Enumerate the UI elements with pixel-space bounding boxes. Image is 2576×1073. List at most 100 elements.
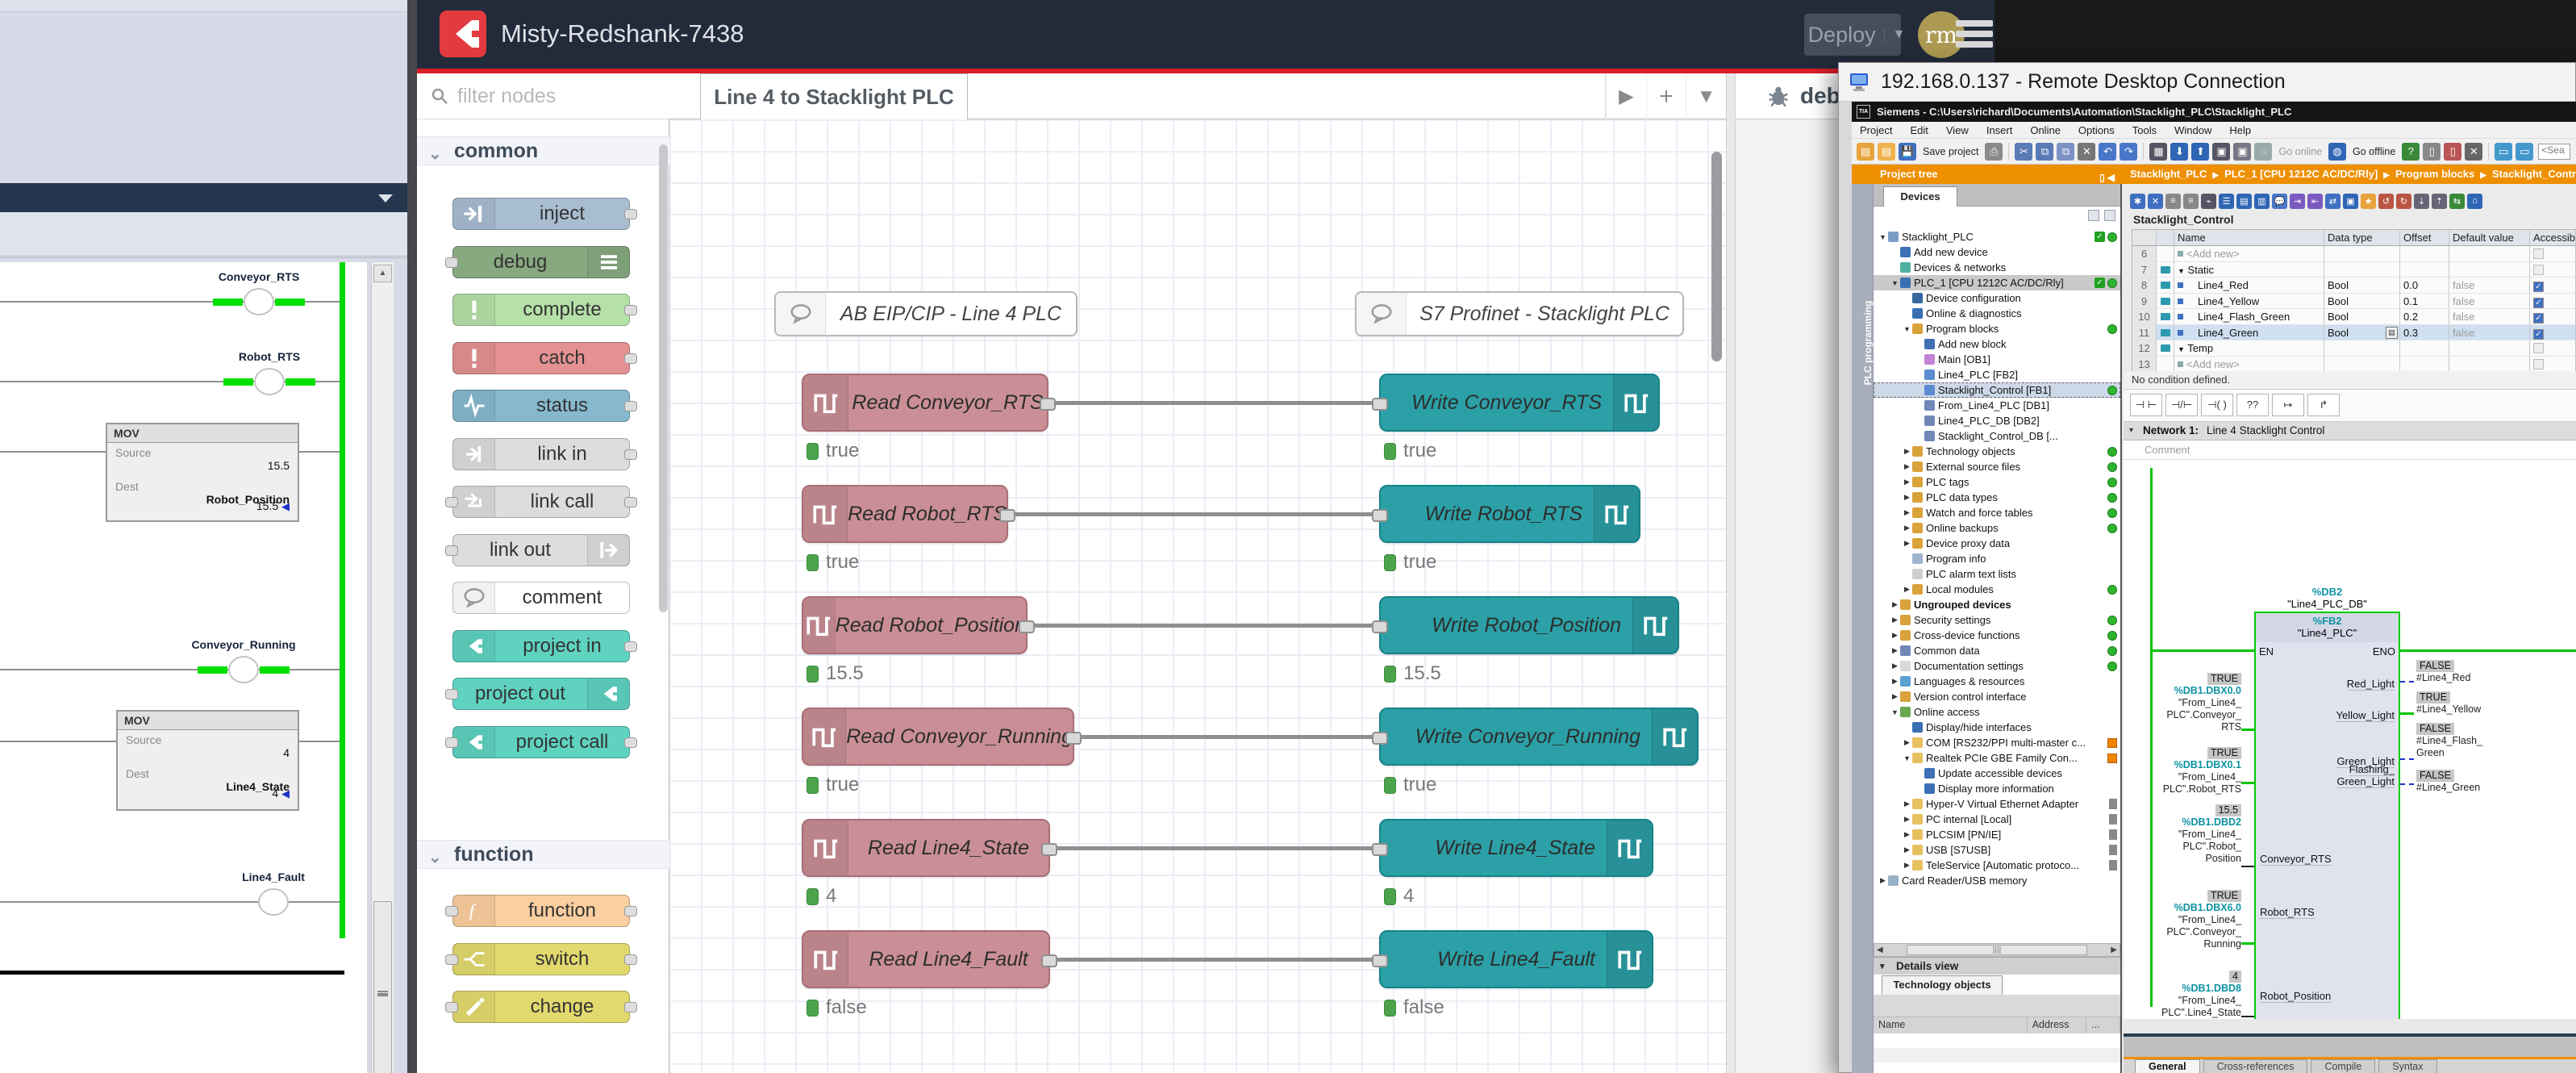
tree-item-add-new-block[interactable]: Add new block xyxy=(1874,336,2120,352)
column-header[interactable]: Data type xyxy=(2324,230,2400,245)
palette-scrollbar[interactable] xyxy=(659,144,668,612)
sidebar-resize-handle[interactable] xyxy=(1726,73,1736,1073)
toolbar-icon[interactable]: ▣ xyxy=(2212,142,2231,161)
scrollbar-thumb[interactable]: |||| xyxy=(1907,945,2087,955)
expander-open-icon[interactable]: ▼ xyxy=(1903,324,1911,333)
var-datatype[interactable] xyxy=(2324,340,2400,356)
write-node[interactable]: Write Line4_Fault xyxy=(1372,930,1653,988)
tree-item-pc-internal-local-[interactable]: ▶PC internal [Local] xyxy=(1874,812,2120,827)
expander-closed-icon[interactable]: ▶ xyxy=(1904,738,1910,746)
tab-general[interactable]: General xyxy=(2135,1059,2200,1073)
var-accessible-checkbox[interactable]: ✓ xyxy=(2530,309,2576,324)
scroll-up-icon[interactable]: ▲ xyxy=(373,265,392,282)
tree-item-plc-data-types[interactable]: ▶PLC data types xyxy=(1874,490,2120,505)
toolbar-icon[interactable]: ▭ xyxy=(2516,142,2534,161)
tree-item-watch-and-force-tables[interactable]: ▶Watch and force tables xyxy=(1874,505,2120,520)
tree-item-technology-objects[interactable]: ▶Technology objects xyxy=(1874,444,2120,459)
interface-row-12[interactable]: 12▼ Temp xyxy=(2132,340,2576,357)
palette-node-change[interactable]: change xyxy=(445,991,637,1023)
menu-online[interactable]: Online xyxy=(2030,123,2061,136)
fb-output-pin[interactable]: Red_Light xyxy=(2346,678,2395,691)
expander-closed-icon[interactable]: ▶ xyxy=(1904,830,1910,838)
palette-node-comment[interactable]: comment xyxy=(452,582,630,614)
palette-node-switch[interactable]: switch xyxy=(445,942,637,975)
expander-closed-icon[interactable]: ▶ xyxy=(1892,662,1898,670)
operand-name[interactable]: "From_Line4_ PLC".Robot_RTS xyxy=(2162,771,2241,795)
tree-item-line4-plc-db-db2-[interactable]: Line4_PLC_DB [DB2] xyxy=(1874,413,2120,428)
tree-item-online-access[interactable]: ▼Online access xyxy=(1874,704,2120,720)
palette-node-status[interactable]: status xyxy=(452,390,637,422)
var-datatype[interactable]: Bool▤ xyxy=(2324,324,2400,340)
tab-scroll-icon[interactable]: ▶ xyxy=(1606,73,1646,119)
tree-item-hyper-v-virtual-ethernet-adapt[interactable]: ▶Hyper-V Virtual Ethernet Adapter xyxy=(1874,796,2120,812)
menu-project[interactable]: Project xyxy=(1860,123,1893,136)
var-accessible-checkbox[interactable] xyxy=(2530,261,2576,277)
tree-item-display-more-information[interactable]: Display more information xyxy=(1874,781,2120,796)
toolbar-icon[interactable]: ⎙ xyxy=(1985,142,2003,161)
tab-cross-references[interactable]: Cross-references xyxy=(2203,1059,2308,1073)
operand-name[interactable]: #Line4_Flash_ Green xyxy=(2416,735,2483,758)
tree-item-from-line4-plc-db1-[interactable]: From_Line4_PLC [DB1] xyxy=(1874,398,2120,413)
var-name[interactable]: ▼ Static xyxy=(2174,261,2324,277)
expander-closed-icon[interactable]: ▶ xyxy=(1904,539,1910,547)
scroll-right-icon[interactable]: ▶ xyxy=(2111,946,2117,954)
expander-closed-icon[interactable]: ▶ xyxy=(1904,462,1910,470)
node-input-port[interactable] xyxy=(1372,398,1388,411)
ladder-vertical-scrollbar[interactable]: ▲ xyxy=(371,262,394,1073)
output-coil[interactable] xyxy=(228,656,259,683)
editor-toolbar-icon[interactable]: 💬 xyxy=(2272,193,2287,209)
toolbar-icon[interactable]: ▤ xyxy=(1857,142,1874,161)
tab-compile[interactable]: Compile xyxy=(2311,1059,2376,1073)
menu-insert[interactable]: Insert xyxy=(1986,123,2013,136)
expander-closed-icon[interactable]: ▶ xyxy=(1892,646,1898,654)
var-default[interactable] xyxy=(2449,261,2530,277)
fb-input-pin[interactable]: Robot_RTS xyxy=(2260,906,2315,919)
breadcrumb[interactable]: Stacklight_PLC▶PLC_1 [CPU 1212C AC/DC/Rl… xyxy=(2122,165,2576,184)
tree-item-usb-s7usb-[interactable]: ▶USB [S7USB] xyxy=(1874,842,2120,858)
expander-closed-icon[interactable]: ▶ xyxy=(1880,876,1886,884)
node-input-port[interactable] xyxy=(1372,509,1388,522)
expander-closed-icon[interactable]: ▶ xyxy=(1892,631,1898,639)
interface-row-7[interactable]: 7▼ Static xyxy=(2132,261,2576,278)
lad-instruction-button[interactable]: ⊣/⊢ xyxy=(2165,394,2198,416)
tree-item-cross-device-functions[interactable]: ▶Cross-device functions xyxy=(1874,628,2120,643)
editor-toolbar-icon[interactable]: ↻ xyxy=(2396,193,2411,209)
tree-item-teleservice-automatic-protoco-[interactable]: ▶TeleService [Automatic protoco... xyxy=(1874,858,2120,873)
palette-node-project-call[interactable]: project call xyxy=(445,725,637,758)
tree-item-version-control-interface[interactable]: ▶Version control interface xyxy=(1874,689,2120,704)
node-input-port[interactable] xyxy=(1372,620,1388,633)
tree-item-program-info[interactable]: Program info xyxy=(1874,551,2120,566)
tree-item-ungrouped-devices[interactable]: ▶Ungrouped devices xyxy=(1874,597,2120,612)
fb-output-pin[interactable]: Flashing_Green_Light xyxy=(2336,763,2395,788)
tree-item-line4-plc-fb2-[interactable]: Line4_PLC [FB2] xyxy=(1874,367,2120,382)
panel-collapse-icon[interactable]: ▯◀ xyxy=(2099,172,2117,183)
tree-tool-icon[interactable] xyxy=(2104,210,2115,221)
var-default[interactable] xyxy=(2449,356,2530,371)
editor-toolbar-icon[interactable]: ⇤ xyxy=(2307,193,2323,209)
expander-closed-icon[interactable]: ▶ xyxy=(1904,508,1910,516)
editor-toolbar-icon[interactable]: ✕ xyxy=(2148,193,2163,209)
toolbar-icon[interactable]: ↶ xyxy=(2099,142,2117,161)
toolbar-icon[interactable]: ▯ xyxy=(2444,142,2462,161)
operand-name[interactable]: "From_Line4_ PLC".Conveyor_ RTS xyxy=(2166,697,2241,733)
var-datatype[interactable]: Bool xyxy=(2324,293,2400,308)
tree-item-online-backups[interactable]: ▶Online backups xyxy=(1874,520,2120,536)
editor-toolbar-icon[interactable]: ⇡ xyxy=(2432,193,2447,209)
scrollbar-thumb[interactable] xyxy=(373,901,392,1073)
var-datatype[interactable]: Bool xyxy=(2324,309,2400,324)
deploy-button[interactable]: Deploy ▼ xyxy=(1804,14,1905,56)
var-name[interactable]: Line4_Green xyxy=(2174,324,2324,340)
tree-item-stacklight-plc[interactable]: ▼Stacklight_PLC✓ xyxy=(1874,229,2120,244)
plc-collapsed-panel-bar[interactable] xyxy=(0,183,407,212)
lad-instruction-button[interactable]: ↱ xyxy=(2307,394,2340,416)
node-input-port[interactable] xyxy=(1372,843,1388,856)
interface-row-13[interactable]: 13<Add new> xyxy=(2132,356,2576,372)
tree-item-update-accessible-devices[interactable]: Update accessible devices xyxy=(1874,766,2120,781)
palette-node-project-out[interactable]: project out xyxy=(445,678,630,710)
